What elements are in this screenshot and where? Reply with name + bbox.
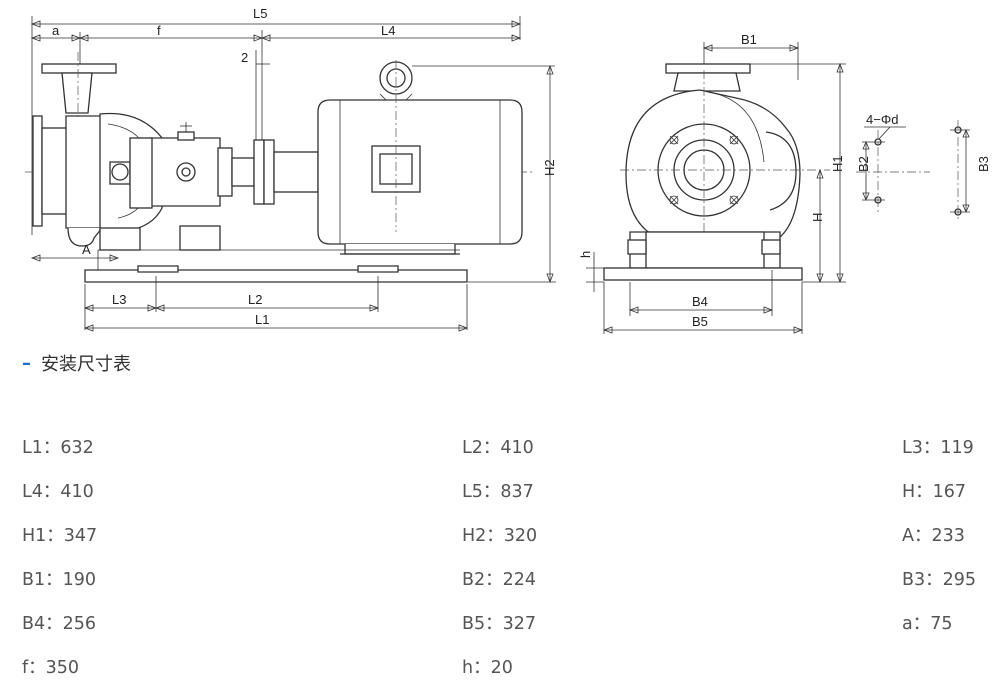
spec-cell: L2：410 <box>462 438 534 458</box>
table-row: f：350 h：20 <box>0 644 1000 688</box>
dim-label-L3: L3 <box>112 292 126 307</box>
spec-cell: L5：837 <box>462 482 534 502</box>
table-row: L1：632 L2：410 L3：119 <box>0 424 1000 468</box>
heading-accent-dash: – <box>22 352 31 374</box>
spec-cell: B3：295 <box>902 570 977 590</box>
spec-cell: A：233 <box>902 526 965 546</box>
spec-cell: h：20 <box>462 658 513 678</box>
dim-label-A: A <box>82 242 91 257</box>
dim-label-L2: L2 <box>248 292 262 307</box>
section-heading: – 安装尺寸表 <box>22 350 131 376</box>
dim-label-H1: H1 <box>830 155 845 172</box>
foot-bolt-layout: 4−Φd B2 B3 <box>856 112 991 222</box>
spec-cell: H2：320 <box>462 526 538 546</box>
spec-cell: H1：347 <box>22 526 98 546</box>
dim-label-B1: B1 <box>741 32 757 47</box>
dim-label-L5: L5 <box>253 6 267 21</box>
dim-label-B3: B3 <box>976 156 991 172</box>
dim-label-H: H <box>810 213 825 222</box>
dim-label-B5: B5 <box>692 314 708 329</box>
section-title: 安装尺寸表 <box>41 354 131 375</box>
dim-label-H2: H2 <box>542 159 557 176</box>
spec-cell: B2：224 <box>462 570 537 590</box>
dim-label-B4: B4 <box>692 294 708 309</box>
front-view: B1 H1 H <box>578 32 846 334</box>
dim-label-2: 2 <box>241 50 248 65</box>
dim-label-a: a <box>52 23 60 38</box>
table-row: B1：190 B2：224 B3：295 <box>0 556 1000 600</box>
table-row: L4：410 L5：837 H：167 <box>0 468 1000 512</box>
dim-label-B2: B2 <box>856 156 871 172</box>
spec-cell: a：75 <box>902 614 953 634</box>
spec-cell: f：350 <box>22 658 80 678</box>
dim-label-f: f <box>157 23 161 38</box>
table-row: H1：347 H2：320 A：233 <box>0 512 1000 556</box>
spec-cell: B4：256 <box>22 614 97 634</box>
spec-cell: L1：632 <box>22 438 94 458</box>
spec-cell: B5：327 <box>462 614 537 634</box>
pump-installation-drawing: L5 a f L4 2 <box>25 6 991 334</box>
dim-label-4-phi-d: 4−Φd <box>866 112 898 127</box>
spec-cell: B1：190 <box>22 570 97 590</box>
table-row: B4：256 B5：327 a：75 <box>0 600 1000 644</box>
dim-label-h: h <box>578 251 593 258</box>
spec-cell: H：167 <box>902 482 967 502</box>
dim-label-L4: L4 <box>381 23 395 38</box>
spec-cell: L3：119 <box>902 438 974 458</box>
spec-cell: L4：410 <box>22 482 94 502</box>
side-view: L5 a f L4 2 <box>25 6 557 332</box>
dim-label-L1: L1 <box>255 312 269 327</box>
